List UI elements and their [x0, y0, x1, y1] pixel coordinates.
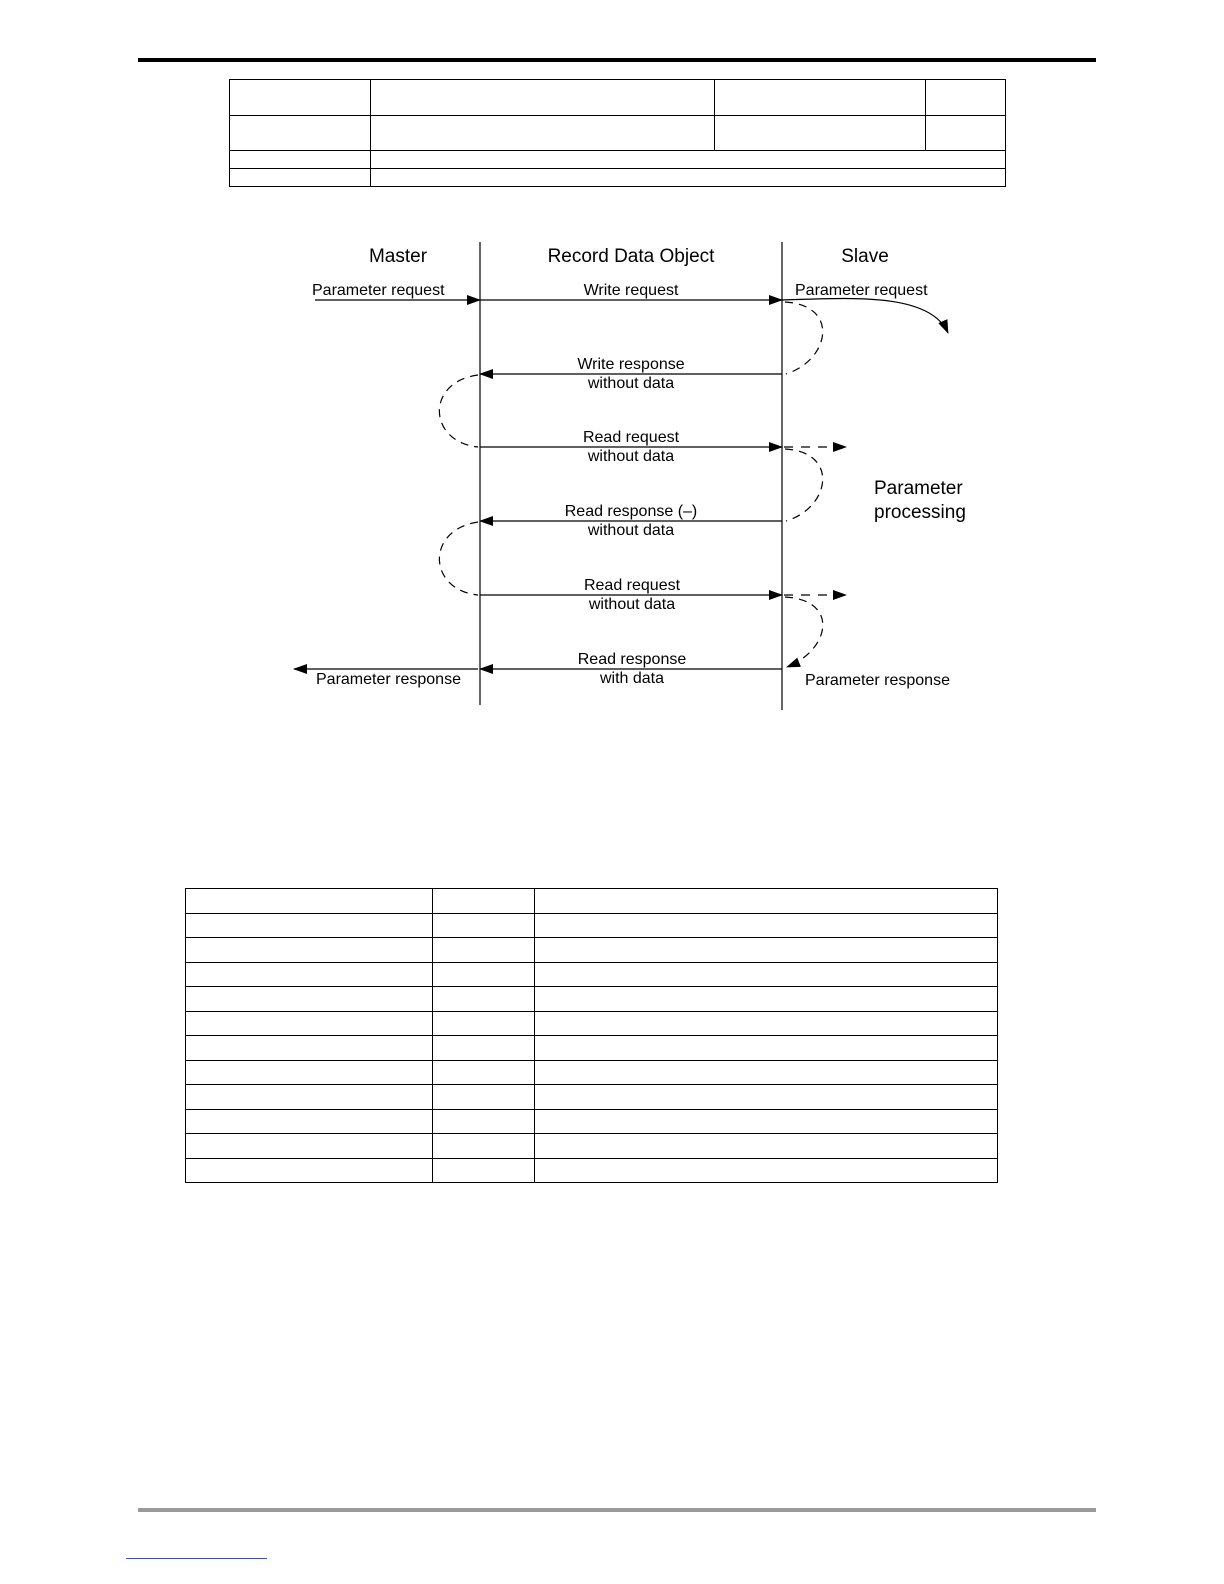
- read-request-1-label: Read request: [583, 429, 680, 446]
- parameter-processing-label: Parameter: [874, 478, 963, 499]
- parameter-sequence-diagram: Master Record Data Object Slave Paramete…: [293, 242, 966, 710]
- footer-rule: [138, 1508, 1096, 1512]
- lane-master-label: Master: [369, 246, 428, 267]
- write-response-label: Write response: [577, 356, 684, 373]
- master-parameter-response-label: Parameter response: [316, 671, 461, 688]
- write-request-label: Write request: [584, 282, 679, 299]
- read-request-2-sublabel: without data: [588, 596, 675, 613]
- table-row: [229, 79, 1006, 116]
- table-row: [185, 1010, 998, 1036]
- table-row: [185, 986, 998, 1012]
- slave-forward-arrow: [781, 297, 949, 334]
- table-row: [185, 1035, 998, 1061]
- master-wait-loop: [438, 521, 479, 596]
- slave-parameter-request-label: Parameter request: [795, 282, 928, 299]
- read-response-data-sublabel: with data: [599, 670, 664, 687]
- read-response-negative-sublabel: without data: [587, 522, 674, 539]
- write-response-sublabel: without data: [587, 375, 674, 392]
- table-row: [185, 912, 998, 938]
- lower-table: [185, 888, 998, 1183]
- table-row: [185, 961, 998, 987]
- upper-table: [229, 79, 1006, 187]
- table-row: [185, 1059, 998, 1085]
- slave-parameter-response-label: Parameter response: [805, 672, 950, 689]
- read-request-1-sublabel: without data: [587, 448, 674, 465]
- header-rule: [138, 58, 1096, 62]
- table-row: [185, 1084, 998, 1110]
- master-wait-loop: [438, 374, 479, 448]
- read-response-data-label: Read response: [578, 651, 687, 668]
- table-row: [185, 1133, 998, 1159]
- footer-link-underline[interactable]: [126, 1558, 267, 1559]
- master-parameter-request-label: Parameter request: [312, 282, 445, 299]
- lane-record-data-object-label: Record Data Object: [548, 246, 716, 267]
- slave-processing-loop: [784, 301, 824, 375]
- table-row: [229, 168, 1006, 187]
- slave-processing-loop: [784, 448, 824, 522]
- table-row: [185, 888, 998, 914]
- slave-processing-loop: [784, 596, 824, 668]
- parameter-processing-label-line-2: processing: [874, 502, 966, 523]
- read-response-negative-label: Read response (–): [565, 503, 698, 520]
- lane-slave-label: Slave: [841, 246, 889, 267]
- table-row: [185, 937, 998, 963]
- table-row: [185, 1108, 998, 1134]
- read-request-2-label: Read request: [584, 577, 681, 594]
- table-row: [185, 1157, 998, 1183]
